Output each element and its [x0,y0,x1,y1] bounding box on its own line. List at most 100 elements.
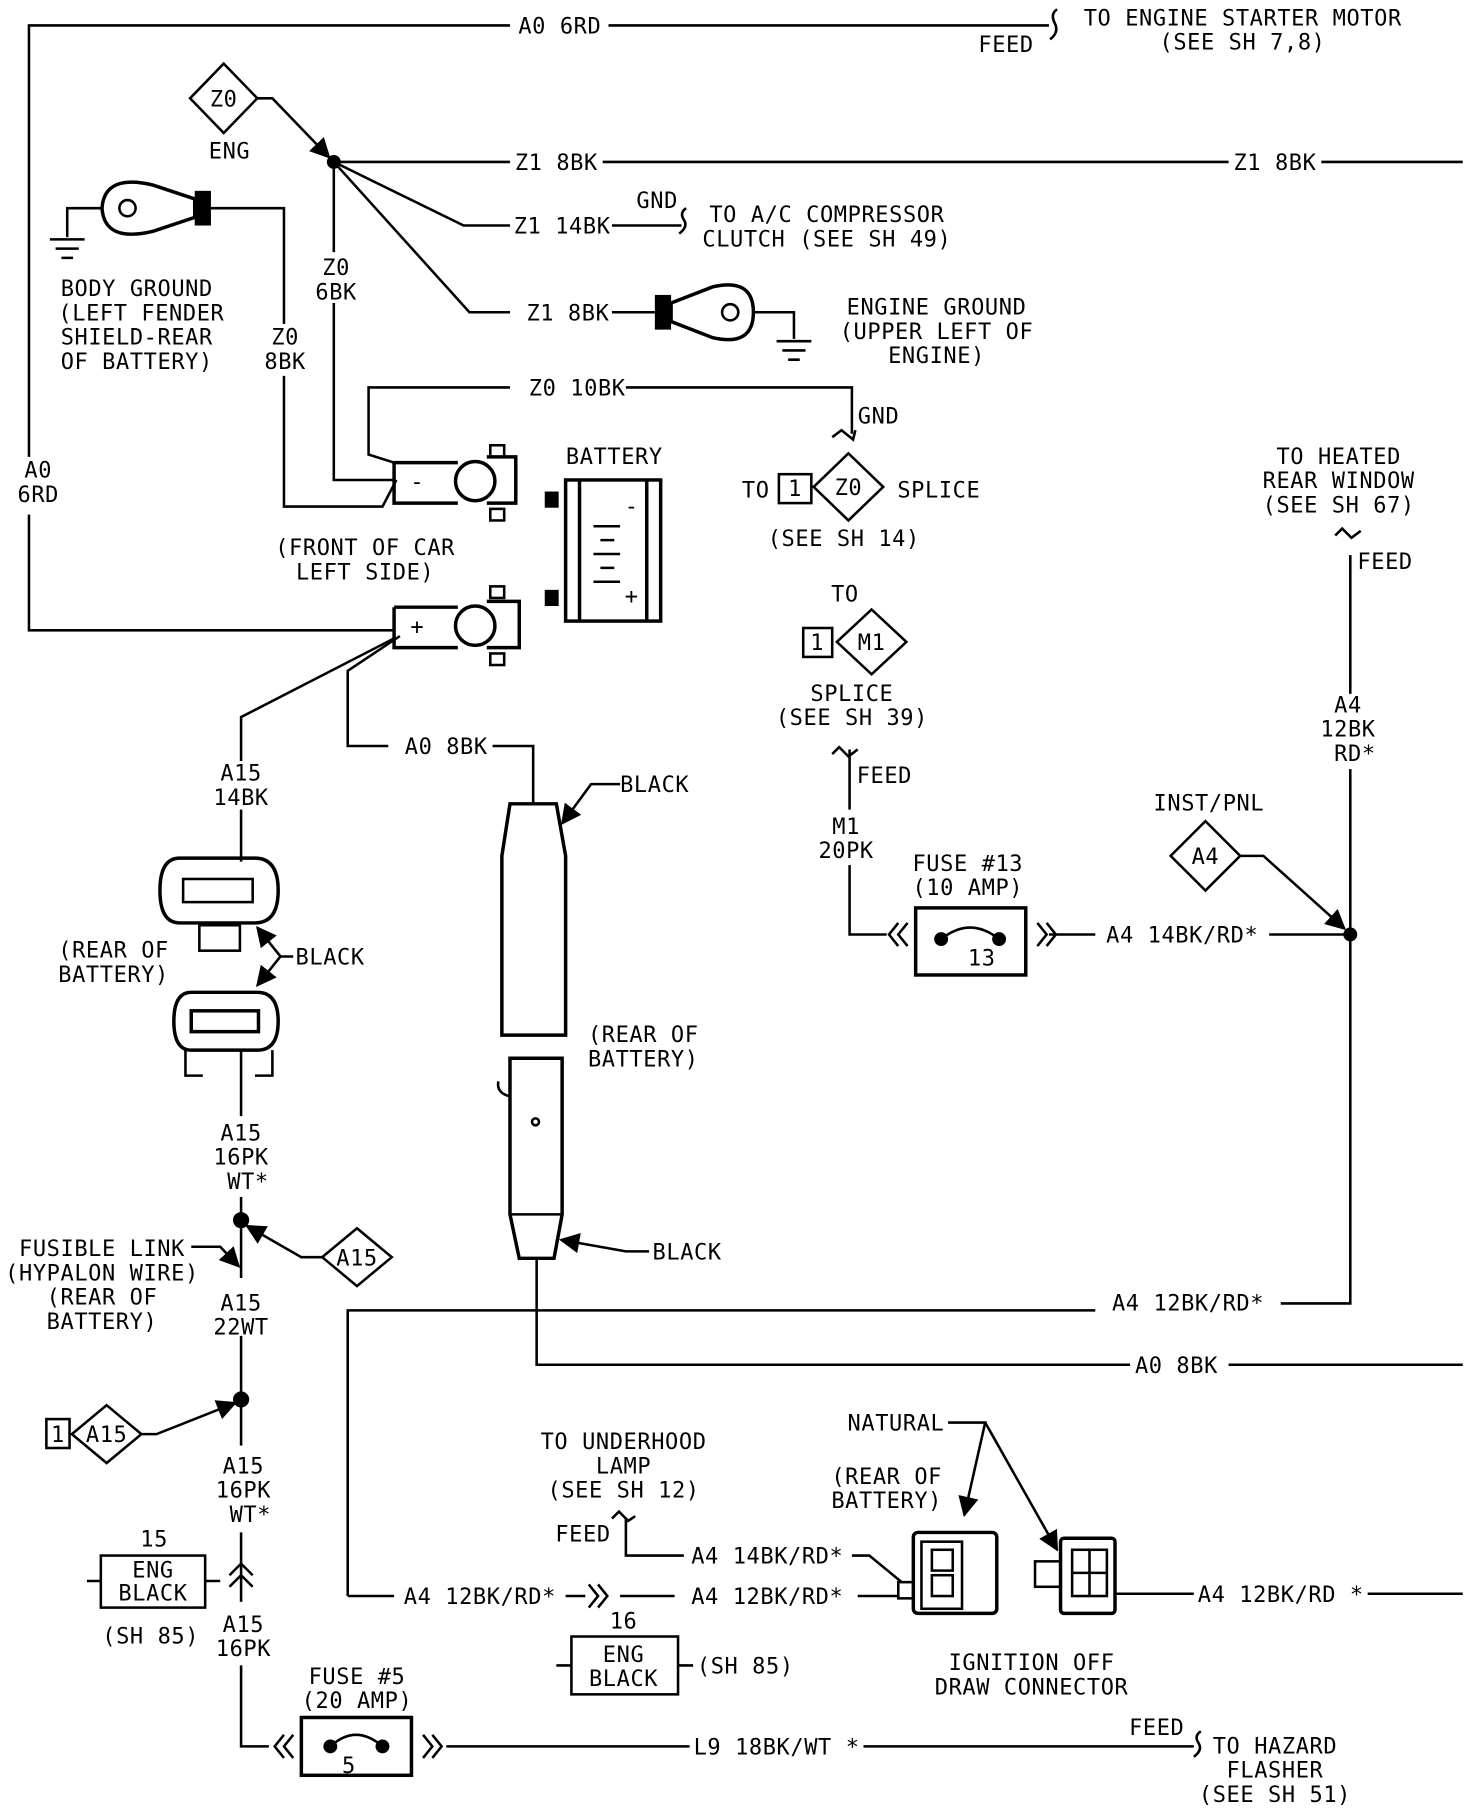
wire-a0-8bk: A0 8BK BLACK (REAR OF BATTERY) BLACK A0 … [346,635,1463,1379]
wire-label: Z1 8BK [1233,151,1316,176]
wire-label: Z0 [210,87,238,112]
wire-label: M1 [858,631,886,656]
wire-label: BATTERY) [58,963,169,988]
wire-label: A15 [223,1454,264,1479]
fuse-13: FUSE #13 (10 AMP) 13 [887,852,1058,977]
wire-label: WT* [227,1170,268,1195]
wire-label: A15 [86,1423,127,1448]
wire-label: RD* [1334,742,1375,767]
wire-label: - [625,495,639,520]
wire-label: BLACK [653,1241,722,1266]
wire-label: TO A/C COMPRESSOR [709,203,944,228]
wire-label: ENGINE) [888,344,985,369]
wire-label: 20PK [818,839,874,864]
wire-label: L9 18BK/WT * [694,1736,860,1761]
wire-a15: A15 14BK (REAR OF BATTERY) BLACK A15 16P… [5,637,395,1748]
wire-label: Z1 14BK [514,215,611,240]
splice-dot [453,459,497,503]
wire-label: + [625,585,639,610]
wire-label: 6RD [17,483,58,508]
wire-label: (LEFT FENDER [58,301,224,326]
wire-label: ENG [209,139,250,164]
splice-a4-inst-pnl: INST/PNL A4 [1154,792,1347,931]
wire-label: 1 [788,477,802,502]
wire-label: SHIELD-REAR [61,326,213,351]
wire-label: NATURAL [848,1412,945,1437]
wire-label: A15 [220,1291,261,1316]
front-of-car-label: LEFT SIDE) [296,560,434,585]
splice-dot [118,198,137,218]
wire-label: ENGINE GROUND [847,296,1027,321]
wire-label: Z0 [271,326,299,351]
wire-label: A15 [220,762,261,787]
wire-label: (HYPALON WIRE) [5,1261,199,1286]
wire-label: Z1 8BK [515,151,598,176]
wire-label: 16PK [216,1637,272,1662]
wire-label: (REAR OF [588,1023,699,1048]
wire-label: 8BK [264,350,306,375]
wire-label: 16PK [213,1146,269,1171]
wire-label: TO HEATED [1276,445,1400,470]
wire-label: CLUTCH (SEE SH 49) [702,227,951,252]
wire-label: FLASHER [1227,1759,1324,1784]
wire-label: FUSE #13 [912,852,1023,877]
wire-label: OF BATTERY) [61,350,213,375]
splice-z0-eng: Z0 ENG [188,61,331,164]
wire-label: Z0 10BK [529,377,626,402]
wire-label: BLACK [118,1582,187,1607]
ground-icon [49,238,85,260]
wire-label: + [410,615,424,640]
wire-z1: Z1 8BK Z1 8BK Z1 14BK GND TO A/C COMPRES… [332,151,1463,326]
wire-label: Z1 8BK [526,301,609,326]
splice-dot [453,604,497,648]
ignition-off-draw-connector: NATURAL (REAR OF BATTERY) IGNITION OFF D… [831,1412,1128,1701]
wire-label: BATTERY) [831,1489,942,1514]
wire-label: (REAR OF [58,939,169,964]
wire-a0-6rd: A0 6RD A0 6RD FEED TO ENGINE STARTER MOT… [17,6,1401,632]
wire-label: Z0 [322,256,350,281]
wire-label: TO HAZARD [1213,1734,1337,1759]
wire-label: FEED [555,1523,610,1548]
wire-label: (SEE SH 14) [768,527,920,552]
wire-label: 12BK [1320,718,1376,743]
wire-label: A4 [1334,693,1362,718]
wire-label: BATTERY [566,445,663,470]
splice-z0: TO 1 Z0 SPLICE (SEE SH 14) [742,451,980,552]
wire-label: A4 12BK/RD* [1112,1291,1264,1316]
wire-label: BATTERY) [47,1310,158,1335]
wire-label: (SEE SH 7,8) [1160,31,1326,56]
wire-label: FEED [978,33,1033,58]
wire-label: IGNITION OFF [949,1651,1115,1676]
wire-l9: L9 18BK/WT * FEED TO HAZARD FLASHER (SEE… [446,1716,1350,1808]
wire-label: A0 [24,459,52,484]
fuse-5: FUSE #5 (20 AMP) 5 [273,1665,444,1779]
wire-label: TO UNDERHOOD [541,1430,707,1455]
wire-label: (SH 85) [102,1624,199,1649]
wire-label: 22WT [213,1316,268,1341]
wire-label: A4 12BK/RD * [1198,1583,1364,1608]
wire-label: M1 [832,815,860,840]
wire-label: (SEE SH 39) [776,706,928,731]
battery-positive-terminal: + [392,585,521,667]
wire-label: TO [831,582,859,607]
wire-label: 1 [51,1423,65,1448]
wire-label: LAMP [596,1454,651,1479]
wire-label: A15 [223,1613,264,1638]
wire-label: INST/PNL [1154,792,1265,817]
wire-label: (SH 85) [697,1655,794,1680]
wire-label: (UPPER LEFT OF [840,320,1034,345]
wire-label: A4 [1192,845,1220,870]
wire-a4-bottom: A4 12BK/RD* A4 12BK/RD* TO UNDERHOOD LAM… [347,1430,1463,1610]
splice-dot [232,1212,250,1229]
wire-label: FEED [857,764,912,789]
splice-dot [530,1117,541,1127]
body-ground-lug: BODY GROUND (LEFT FENDER SHIELD-REAR OF … [49,180,224,375]
wire-label: 13 [968,947,996,972]
engine-ground-lug: ENGINE GROUND (UPPER LEFT OF ENGINE) [654,283,1034,369]
wire-label: FUSIBLE LINK [19,1237,185,1262]
wire-label: A0 6RD [518,15,601,40]
wire-label: A4 12BK/RD* [691,1585,843,1610]
wire-label: - [410,470,424,495]
splice-m1: TO 1 M1 SPLICE (SEE SH 39) [776,582,928,731]
